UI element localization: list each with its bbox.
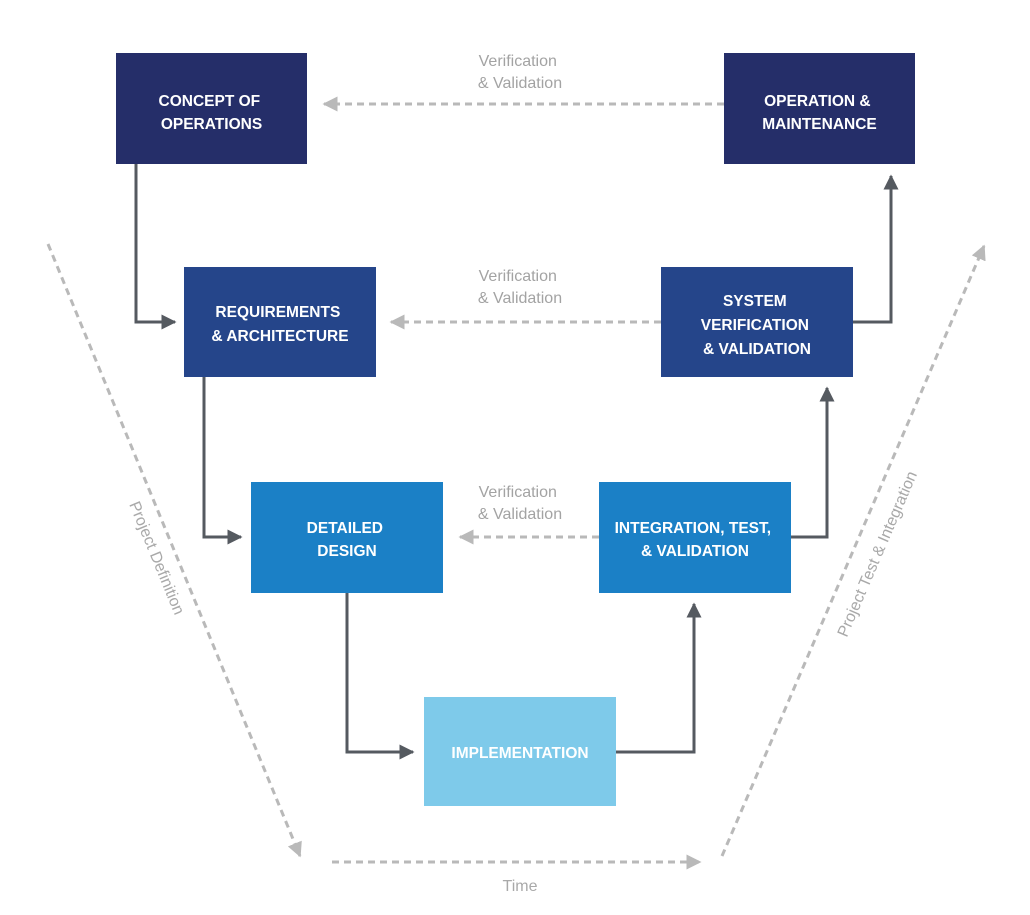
- implementation-label: IMPLEMENTATION: [451, 745, 588, 762]
- vv-label-bottom: Verification & Validation: [478, 484, 562, 523]
- project-test-integration-arrow: [720, 244, 986, 857]
- detailed-design-label: DETAILED DESIGN: [307, 520, 388, 560]
- project-definition-arrow: [46, 243, 302, 858]
- integration-test-validation-label: INTEGRATION, TEST, & VALIDATION: [615, 520, 776, 560]
- detailed-design-box: DETAILED DESIGN: [251, 482, 443, 593]
- requirements-architecture-box: REQUIREMENTS & ARCHITECTURE: [184, 267, 376, 377]
- concept-of-operations-box: CONCEPT OF OPERATIONS: [116, 53, 307, 164]
- detailed-to-implementation-connector: [345, 593, 415, 760]
- concept-to-requirements-connector: [134, 164, 177, 330]
- implementation-to-integration-connector: [616, 602, 702, 754]
- vv-label-top: Verification & Validation: [478, 53, 562, 92]
- operation-maintenance-box: OPERATION & MAINTENANCE: [724, 53, 915, 164]
- integration-test-validation-box: INTEGRATION, TEST, & VALIDATION: [599, 482, 791, 593]
- vv-label-middle: Verification & Validation: [478, 268, 562, 307]
- integration-to-system-connector: [791, 386, 835, 539]
- implementation-box: IMPLEMENTATION: [424, 697, 616, 806]
- system-to-operation-connector: [853, 174, 899, 324]
- project-test-integration-label: Project Test & Integration: [835, 469, 921, 640]
- time-label: Time: [503, 878, 538, 895]
- concept-of-operations-label: CONCEPT OF OPERATIONS: [159, 93, 265, 133]
- requirements-architecture-label: REQUIREMENTS & ARCHITECTURE: [211, 304, 348, 345]
- operation-maintenance-label: OPERATION & MAINTENANCE: [762, 93, 877, 133]
- requirements-to-detailed-connector: [202, 377, 243, 545]
- system-verification-validation-box: SYSTEM VERIFICATION & VALIDATION: [661, 267, 853, 377]
- system-verification-validation-label: SYSTEM VERIFICATION & VALIDATION: [701, 293, 814, 358]
